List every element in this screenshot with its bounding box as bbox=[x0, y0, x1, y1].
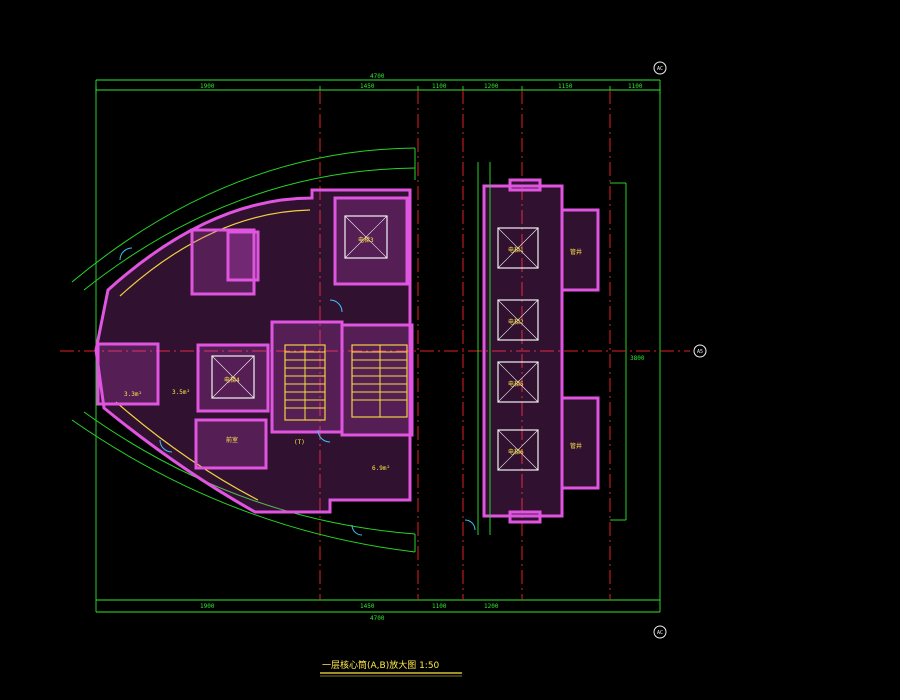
elevator-shaft-right-4 bbox=[497, 429, 539, 471]
elevator-shaft-right-1 bbox=[497, 227, 539, 269]
room-label-elevator-3: 电梯1 bbox=[508, 246, 524, 254]
door-swings bbox=[119, 247, 476, 536]
elevator-shaft-left-2 bbox=[211, 355, 255, 399]
room-labels: 电梯3 电梯4 电梯1 电梯2 电梯5 电梯6 管井 管井 (T) 前室 3.3… bbox=[124, 236, 582, 472]
elevator-shaft-left-1 bbox=[344, 215, 388, 259]
dimension-right-total: 3800 bbox=[630, 355, 645, 362]
room-label-lobby: 前室 bbox=[226, 436, 238, 444]
axis-bubble-middle-label: A5 bbox=[697, 349, 703, 355]
room-label-area-b: 3.5m² bbox=[172, 389, 190, 396]
dimension-top-seg-1: 1900 bbox=[200, 83, 215, 90]
room-label-stair: (T) bbox=[294, 439, 305, 446]
curved-facade bbox=[71, 147, 416, 553]
axis-bubble-top: AC bbox=[653, 61, 667, 75]
dimension-top-total: 4700 bbox=[370, 73, 385, 80]
dimension-bottom-seg-4: 1200 bbox=[484, 603, 499, 610]
dimension-top-seg-2: 1450 bbox=[360, 83, 375, 90]
dimension-top-seg-5: 1150 bbox=[558, 83, 573, 90]
dimension-bottom-seg-1: 1900 bbox=[200, 603, 215, 610]
room-label-area-a: 3.3m² bbox=[124, 391, 142, 398]
room-label-shaft-2: 管井 bbox=[570, 442, 582, 450]
drawing-title: 一层核心筒(A,B)放大图 1:50 bbox=[320, 659, 462, 677]
room-label-area-c: 6.9m² bbox=[372, 465, 390, 472]
dimension-bottom-total: 4700 bbox=[370, 615, 385, 622]
room-label-shaft-1: 管井 bbox=[570, 248, 582, 256]
dimension-top-seg-4: 1200 bbox=[484, 83, 499, 90]
left-core bbox=[94, 188, 414, 514]
room-label-elevator-1: 电梯3 bbox=[358, 236, 374, 244]
room-label-elevator-6: 电梯6 bbox=[508, 448, 524, 456]
drawing-title-text: 一层核心筒(A,B)放大图 1:50 bbox=[322, 659, 440, 671]
room-label-elevator-5: 电梯5 bbox=[508, 380, 524, 388]
elevator-shaft-right-3 bbox=[497, 361, 539, 403]
dimension-labels: 4700 1900 1450 1100 1200 1150 1100 4700 … bbox=[200, 73, 645, 622]
axis-bubble-bottom: AC bbox=[653, 625, 667, 639]
right-core bbox=[477, 162, 600, 535]
stair-left bbox=[284, 344, 326, 421]
dimension-bottom-seg-3: 1100 bbox=[432, 603, 447, 610]
axis-bubble-bottom-label: AC bbox=[657, 630, 663, 636]
dimension-top-seg-3: 1100 bbox=[432, 83, 447, 90]
room-label-elevator-2: 电梯4 bbox=[224, 376, 240, 384]
dimension-top-seg-6: 1100 bbox=[628, 83, 643, 90]
axis-lines bbox=[60, 90, 690, 600]
dimension-bottom-seg-2: 1450 bbox=[360, 603, 375, 610]
axis-bubble-top-label: AC bbox=[657, 66, 663, 72]
axis-bubble-middle: A5 bbox=[693, 344, 707, 358]
elevator-shaft-right-2 bbox=[497, 299, 539, 341]
stair-right bbox=[351, 344, 408, 418]
room-label-elevator-4: 电梯2 bbox=[508, 318, 524, 326]
